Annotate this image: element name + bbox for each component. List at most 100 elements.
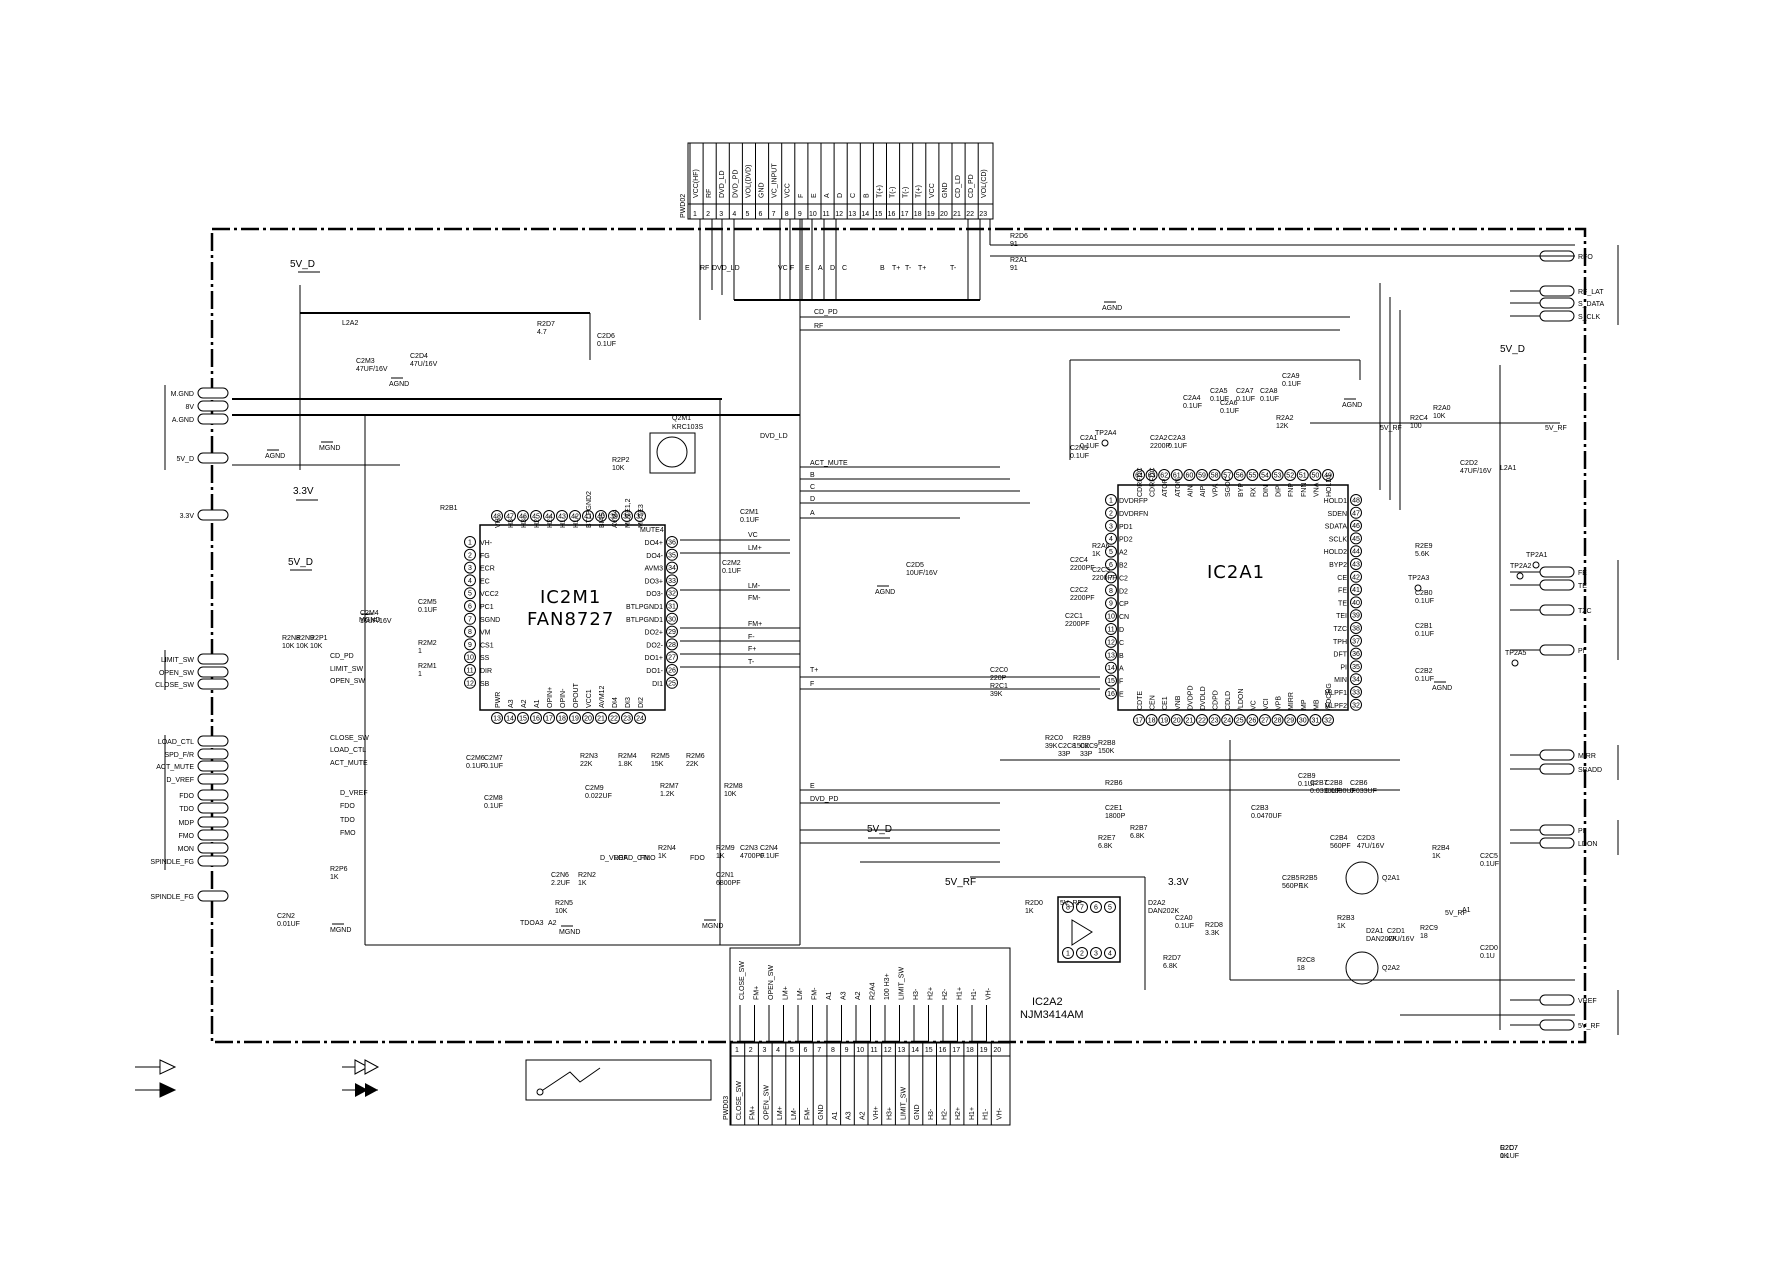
left-port-label-17: MON [178, 846, 194, 853]
component-val-92: 1K [1025, 908, 1034, 915]
component-ref-73: C2B1 [1415, 623, 1433, 630]
ic2a1-pin-37: 37 [1352, 638, 1360, 645]
ic2a1-pin-name-51: FNN [1301, 483, 1308, 497]
net-label-11: T- [905, 265, 912, 272]
component-val-97: 1K [1500, 1153, 1509, 1160]
component-val-4: 47U/16V [410, 361, 438, 368]
ic2m1-pin-name-46: H3+ [521, 515, 528, 528]
pwd03-signal-2: FM+ [750, 1106, 757, 1120]
component-val-46: 0.1UF [1220, 408, 1239, 415]
right-port-box-2 [1539, 285, 1575, 297]
component-val-43: 0.1UF [1168, 443, 1187, 450]
pwd02-signal-10: E [811, 193, 818, 198]
gnd-label-6: AGND [1342, 402, 1362, 409]
component-ref-29: R2M6 [686, 753, 705, 760]
pwd03-signal-11: VH+ [873, 1106, 880, 1120]
ic2a1-pin-name-58: VPA [1213, 483, 1220, 497]
component-val-81: 560PF [1330, 843, 1351, 850]
right-port-label-12: LDON [1578, 841, 1597, 848]
pwd03-signal-13: LIMIT_SW [900, 1087, 907, 1120]
component-val-47: 0.1UF [1236, 396, 1255, 403]
right-port-box-7 [1539, 604, 1575, 616]
ic2m1-pin-name-26: DO1- [646, 668, 663, 675]
pwd03-pin-10: 10 [856, 1047, 864, 1054]
component-val-83: 1K [1432, 853, 1441, 860]
pwd02-signal-5: VOL(DVD) [745, 165, 752, 198]
ic2a1-pin-name-20: VNB [1175, 695, 1182, 710]
rail-5v-d-right: 5V_D [1500, 344, 1525, 355]
component-ref-45: C2A5 [1210, 388, 1228, 395]
component-val-78: 0.0330UF [1325, 788, 1356, 795]
right-port-box-4 [1539, 310, 1575, 322]
ic2a1-pin-45: 45 [1352, 536, 1360, 543]
pwd02-signal-4: DVD_PD [732, 170, 739, 198]
ic2m1-pin-name-14: A3 [508, 699, 515, 708]
component-val-56: 2200PF [1070, 565, 1095, 572]
component-ref-89: R2C9 [1420, 925, 1438, 932]
ic2m1-pin-4: 4 [468, 578, 472, 585]
component-ref-92: R2D0 [1025, 900, 1043, 907]
ic2a1-pin-name-9: CP [1119, 601, 1129, 608]
ic2a1-pin-name-3: PD1 [1119, 524, 1133, 531]
ic2a1-pin-26: 26 [1249, 718, 1257, 725]
component-ref-85: C2C5 [1480, 853, 1498, 860]
net-label-35: LIMIT_SW [330, 666, 363, 673]
ic2m1-pin-name-19: OPOUT [573, 682, 580, 708]
svg-text:5V_RF: 5V_RF [1545, 425, 1567, 432]
ic2m1-pin-12: 12 [466, 680, 474, 687]
ic2a1-pin-name-48: HOLD1 [1324, 498, 1347, 505]
ic2a1-pin-name-13: B [1119, 653, 1124, 660]
pwd02-signal-19: VCC [929, 183, 936, 198]
net-label-47: FDO [690, 855, 705, 862]
component-ref-1: L2A2 [342, 320, 358, 327]
tp-label-2: TP2A1 [1526, 552, 1548, 559]
pwd02-pin-17: 17 [901, 211, 909, 218]
net-label-25: FM- [748, 595, 761, 602]
pwd02-pin-5: 5 [745, 211, 749, 218]
net-label-18: B [810, 472, 815, 479]
pwd03-signal-7: GND [818, 1104, 825, 1120]
net-label-6: A [818, 265, 823, 272]
component-ref-87: D2A1 [1366, 928, 1384, 935]
component-val-24: 0.1UF [484, 803, 503, 810]
component-ref-19: R2P1 [310, 635, 328, 642]
net-label-17: ACT_MUTE [810, 460, 848, 467]
gnd-label-2: AGND [389, 381, 409, 388]
pwd02-signal-18: T(+) [916, 185, 923, 198]
ic2a1-pin-name-25: /LDON [1238, 689, 1245, 710]
net-label-7: D [830, 265, 835, 272]
rail-5v-rf-right: 5V_RF [1545, 425, 1567, 432]
ic2m1-pin-name-2: FG [480, 553, 490, 560]
ic2m1-pin-name-35: DO4- [646, 553, 663, 560]
component-ref-98: C2D7 [1500, 1145, 1518, 1152]
ic2m1-pin-30: 30 [668, 616, 676, 623]
svg-text:5V_D: 5V_D [290, 259, 315, 270]
ic2m1-pin-name-41: BTLPGND2 [586, 491, 593, 528]
pwd02-signal-3: DVD_LD [719, 170, 726, 198]
ic2a1-pin-30: 30 [1299, 718, 1307, 725]
component-val-76: 0.1UF [1298, 781, 1317, 788]
pwd03-inner-label-17: H1- [971, 988, 978, 1000]
svg-text:5V_D: 5V_D [288, 557, 313, 568]
ic2a1-pin-32: 32 [1352, 702, 1360, 709]
ic2a1-pin-59: 59 [1198, 473, 1206, 480]
component-val-93: DAN202K [1148, 908, 1179, 915]
ic2a1-pin-name-27: VCI [1263, 698, 1270, 710]
pwd03-signal-3: OPEN_SW [763, 1085, 770, 1120]
component-ref-34: R2N2 [578, 872, 596, 879]
right-port-label-4: S_CLK [1578, 314, 1601, 321]
ic2a1-pin-name-43: BYP2 [1329, 562, 1347, 569]
ic2a1-pin-name-40: TE [1338, 600, 1347, 607]
net-label-14: CD_PD [814, 309, 838, 316]
component-val-66: 150K [1098, 748, 1115, 755]
ic2a1-pin-38: 38 [1352, 626, 1360, 633]
ic2a1-pin-61: 61 [1173, 473, 1181, 480]
component-val-6: 91 [1010, 241, 1018, 248]
ic2a1-pin-40: 40 [1352, 600, 1360, 607]
ic2a1-pin-28: 28 [1274, 718, 1282, 725]
ic2m1-pin-name-24: DI2 [638, 697, 645, 708]
net-label-45: LOAD_CTL [614, 855, 650, 862]
component-val-69: 6.8K [1098, 843, 1113, 850]
component-ref-20: R2P6 [330, 866, 348, 873]
